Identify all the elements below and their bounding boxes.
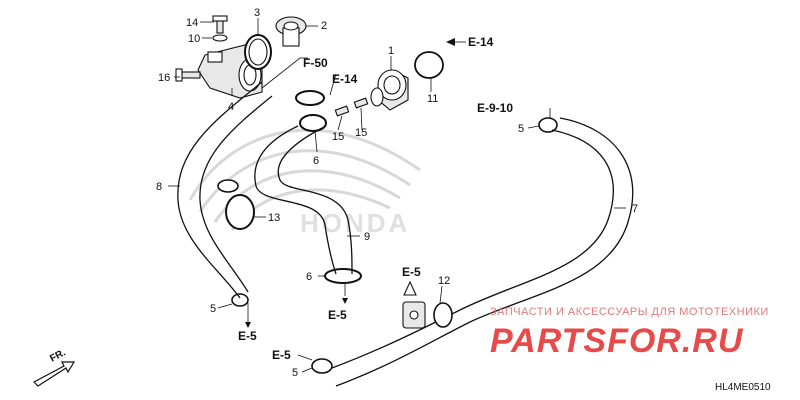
- watermark-logo: PARTSFOR.RU: [490, 322, 744, 360]
- ref-e5-clip[interactable]: E-5: [402, 265, 421, 279]
- hoses-group: [177, 81, 634, 387]
- leader-lines: [168, 18, 626, 373]
- front-arrow-icon: [33, 361, 76, 387]
- callout-16[interactable]: 16: [158, 72, 170, 84]
- ref-e9-10[interactable]: E-9-10: [477, 101, 513, 115]
- ref-e5-hose7[interactable]: E-5: [272, 348, 291, 362]
- o-ring-11[interactable]: [414, 51, 444, 79]
- ref-e5-hose8[interactable]: E-5: [238, 329, 257, 343]
- hose-7[interactable]: [331, 129, 614, 369]
- watermark: ЗАПЧАСТИ И АКСЕССУАРЫ ДЛЯ МОТОТЕХНИКИ PA…: [490, 306, 769, 360]
- callout-1[interactable]: 1: [388, 45, 394, 57]
- reference-codes: F-50 E-14 E-14 E-9-10 E-5 E-5 E-5 E-5: [238, 35, 513, 362]
- clamp-6-top[interactable]: [299, 114, 327, 132]
- bolt-15-a[interactable]: [334, 105, 350, 117]
- ref-e5-hose9[interactable]: E-5: [328, 308, 347, 322]
- front-direction-indicator: FR.: [33, 347, 76, 387]
- ref-f50[interactable]: F-50: [303, 56, 328, 70]
- callout-3[interactable]: 3: [254, 7, 260, 19]
- clamp-e14[interactable]: [295, 90, 325, 106]
- callout-9[interactable]: 9: [364, 231, 370, 243]
- callout-6-b[interactable]: 6: [306, 271, 312, 283]
- hose-8[interactable]: [177, 81, 263, 299]
- callout-2[interactable]: 2: [321, 20, 327, 32]
- clamps-group: [217, 90, 558, 374]
- callout-5-b[interactable]: 5: [518, 123, 524, 135]
- callout-10[interactable]: 10: [188, 33, 200, 45]
- bolt-15-b[interactable]: [353, 97, 369, 109]
- hose-9[interactable]: [254, 125, 337, 275]
- callout-14[interactable]: 14: [186, 17, 198, 29]
- clamp-5-right[interactable]: [538, 117, 558, 133]
- clamp-6-bottom[interactable]: [324, 268, 362, 284]
- callout-5-a[interactable]: 5: [210, 303, 216, 315]
- callout-11[interactable]: 11: [427, 93, 438, 105]
- callout-5-c[interactable]: 5: [292, 367, 298, 379]
- callout-7[interactable]: 7: [632, 203, 638, 215]
- callout-15-a[interactable]: 15: [332, 131, 344, 143]
- callout-15-b[interactable]: 15: [355, 127, 367, 139]
- clamp-5-bottom[interactable]: [311, 358, 333, 374]
- ref-e14-a[interactable]: E-14: [332, 72, 358, 86]
- callout-8[interactable]: 8: [156, 181, 162, 193]
- washer-10[interactable]: [212, 34, 228, 42]
- watermark-tagline: ЗАПЧАСТИ И АКСЕССУАРЫ ДЛЯ МОТОТЕХНИКИ: [490, 306, 769, 318]
- thermostat-housing-group: [175, 15, 307, 99]
- callout-6-a[interactable]: 6: [313, 155, 319, 167]
- diagram-code: HL4ME0510: [715, 382, 771, 393]
- callout-4[interactable]: 4: [228, 101, 234, 113]
- ref-e14-b[interactable]: E-14: [468, 35, 494, 49]
- water-joint-group: [334, 51, 444, 117]
- callout-labels: 14 10 3 2 16 4 1 11 15 15 6 8 13 9 7 6 5…: [156, 7, 638, 379]
- clamp-5-left[interactable]: [231, 293, 249, 307]
- clamp-13[interactable]: [225, 194, 255, 230]
- bolt-16[interactable]: [179, 71, 201, 79]
- callout-12[interactable]: 12: [438, 275, 450, 287]
- callout-13[interactable]: 13: [268, 212, 280, 224]
